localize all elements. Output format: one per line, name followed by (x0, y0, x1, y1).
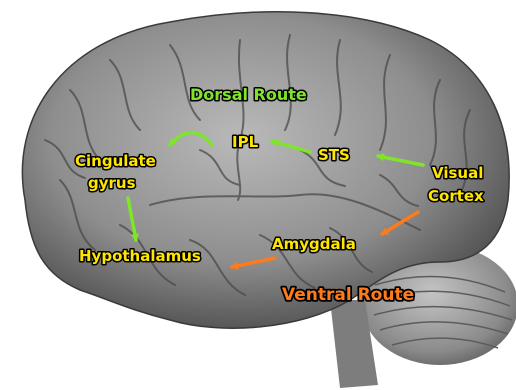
hypothalamus-label: Hypothalamus (79, 247, 201, 265)
sts-label: STS (318, 146, 350, 164)
cingulate-gyrus-label-line2: gyrus (88, 174, 136, 192)
ipl-label: IPL (232, 133, 259, 151)
amygdala-label: Amygdala (272, 235, 356, 253)
ventral-route-label: Ventral Route (282, 285, 414, 305)
dorsal-route-label: Dorsal Route (190, 85, 307, 104)
visual-cortex-label-line2: Cortex (428, 187, 484, 205)
visual-cortex-label-line1: Visual (432, 164, 483, 182)
cingulate-gyrus-label-line1: Cingulate (75, 152, 156, 170)
